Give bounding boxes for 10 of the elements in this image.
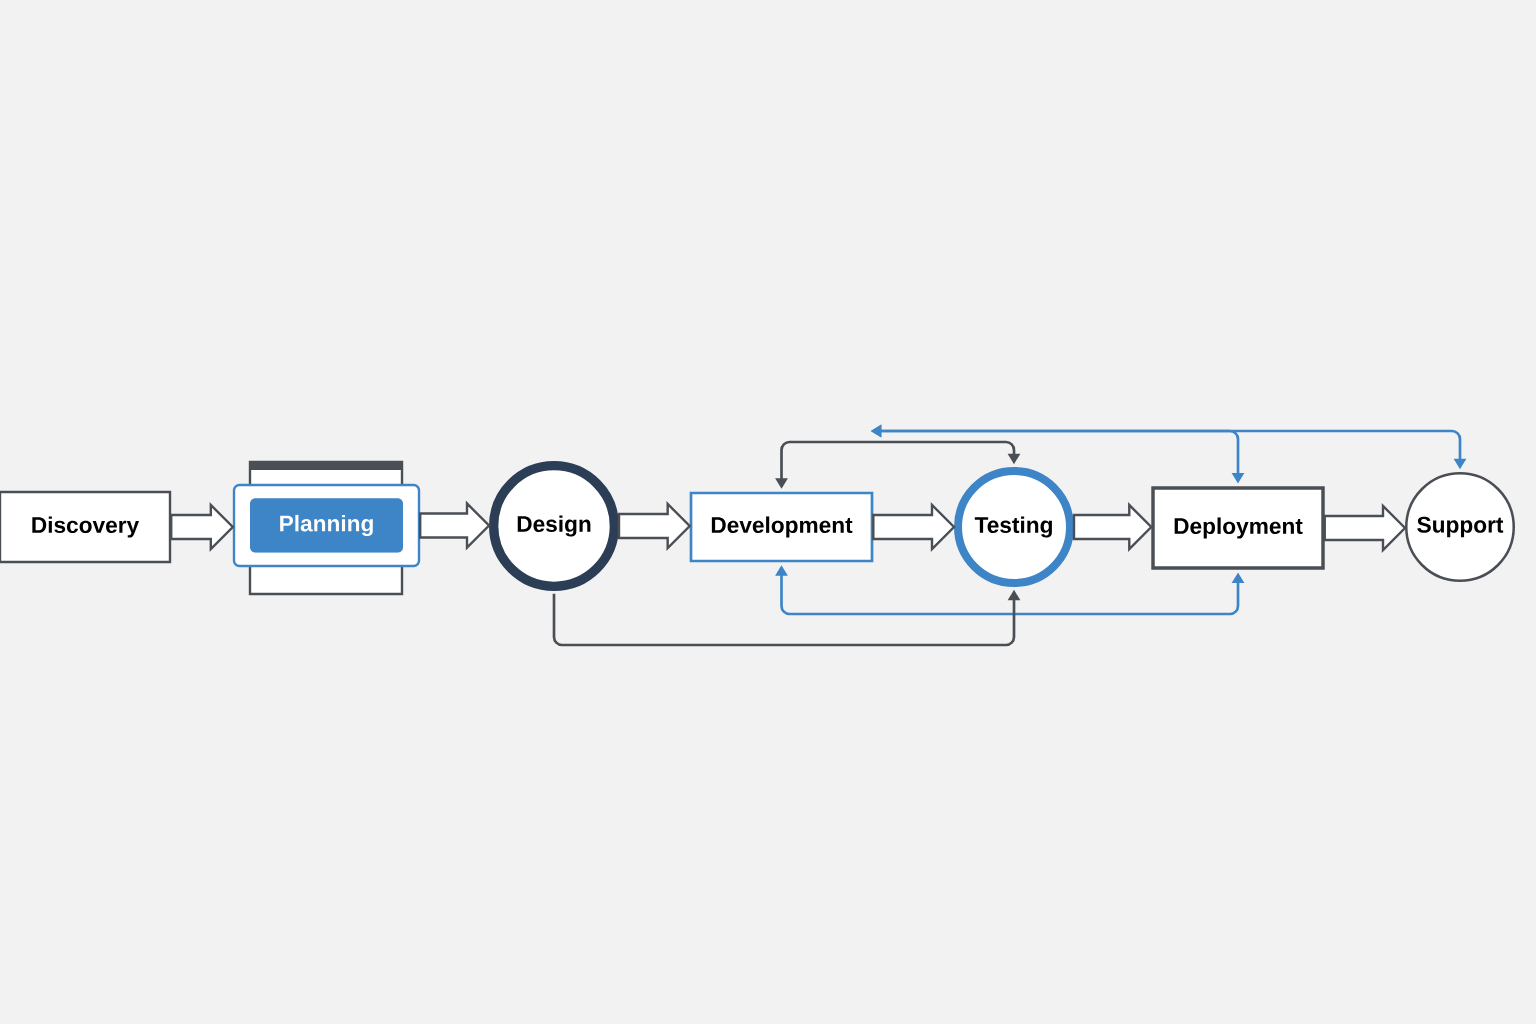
process-box: Discovery [0,490,172,564]
block-arrow [1072,502,1153,552]
process-box: Planning [232,483,421,568]
process-box: Deployment [1151,486,1325,570]
block-arrow [1323,503,1407,553]
process-box: Development [689,491,874,563]
block-arrow [617,501,692,551]
block-arrow [872,502,956,552]
block-arrow [170,502,235,552]
block-arrow [419,500,491,551]
